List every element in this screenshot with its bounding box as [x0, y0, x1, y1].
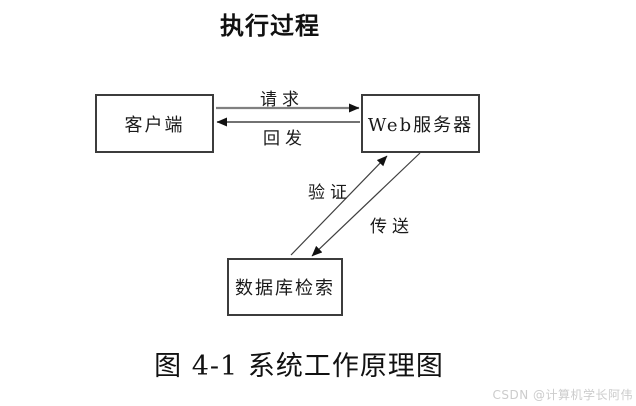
- edge-verify-line: [290, 155, 388, 256]
- node-web-server: Web服务器: [361, 94, 480, 153]
- edge-verify-label: 验证: [308, 183, 352, 203]
- edge-transfer-label: 传送: [370, 217, 414, 237]
- edge-transfer-line: [311, 152, 421, 257]
- node-client-label: 客户端: [124, 114, 185, 136]
- edge-postback-label: 回发: [263, 129, 307, 149]
- edge-request-label: 请求: [260, 90, 304, 110]
- node-database-label: 数据库检索: [235, 278, 335, 299]
- node-client: 客户端: [95, 94, 214, 153]
- node-database: 数据库检索: [227, 258, 343, 316]
- figure-caption: 图 4-1 系统工作原理图: [154, 351, 444, 382]
- node-web-server-label: Web服务器: [367, 114, 474, 136]
- diagram-title: 执行过程: [220, 11, 320, 40]
- csdn-watermark: CSDN @计算机学长阿伟: [492, 388, 633, 402]
